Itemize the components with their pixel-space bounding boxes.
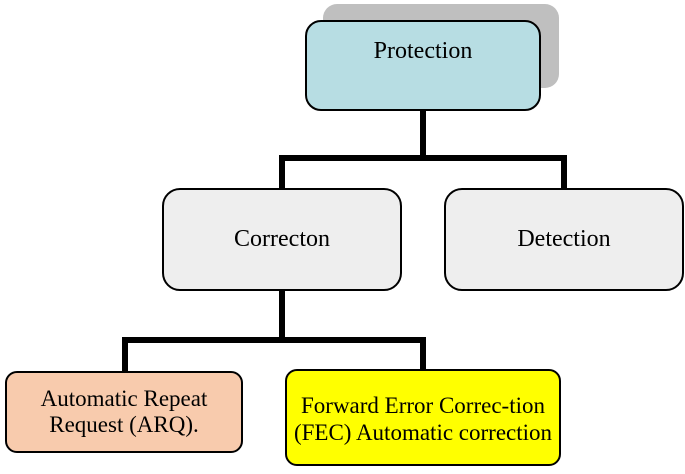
node-fec: Forward Error Correc-tion (FEC) Automati… [285,369,561,466]
connector-correction-to-children [122,291,426,371]
node-correction-label: Correcton [234,225,330,252]
node-correction: Correcton [162,188,402,291]
node-arq-label: Automatic Repeat Request (ARQ). [40,385,208,437]
node-detection: Detection [444,188,684,291]
node-detection-label: Detection [517,225,611,252]
node-arq: Automatic Repeat Request (ARQ). [5,371,243,453]
node-protection: Protection [305,20,541,111]
node-protection-label: Protection [373,37,473,64]
node-fec-label: Forward Error Correc-tion (FEC) Automati… [293,393,553,445]
connector-protection-to-children [279,111,567,188]
